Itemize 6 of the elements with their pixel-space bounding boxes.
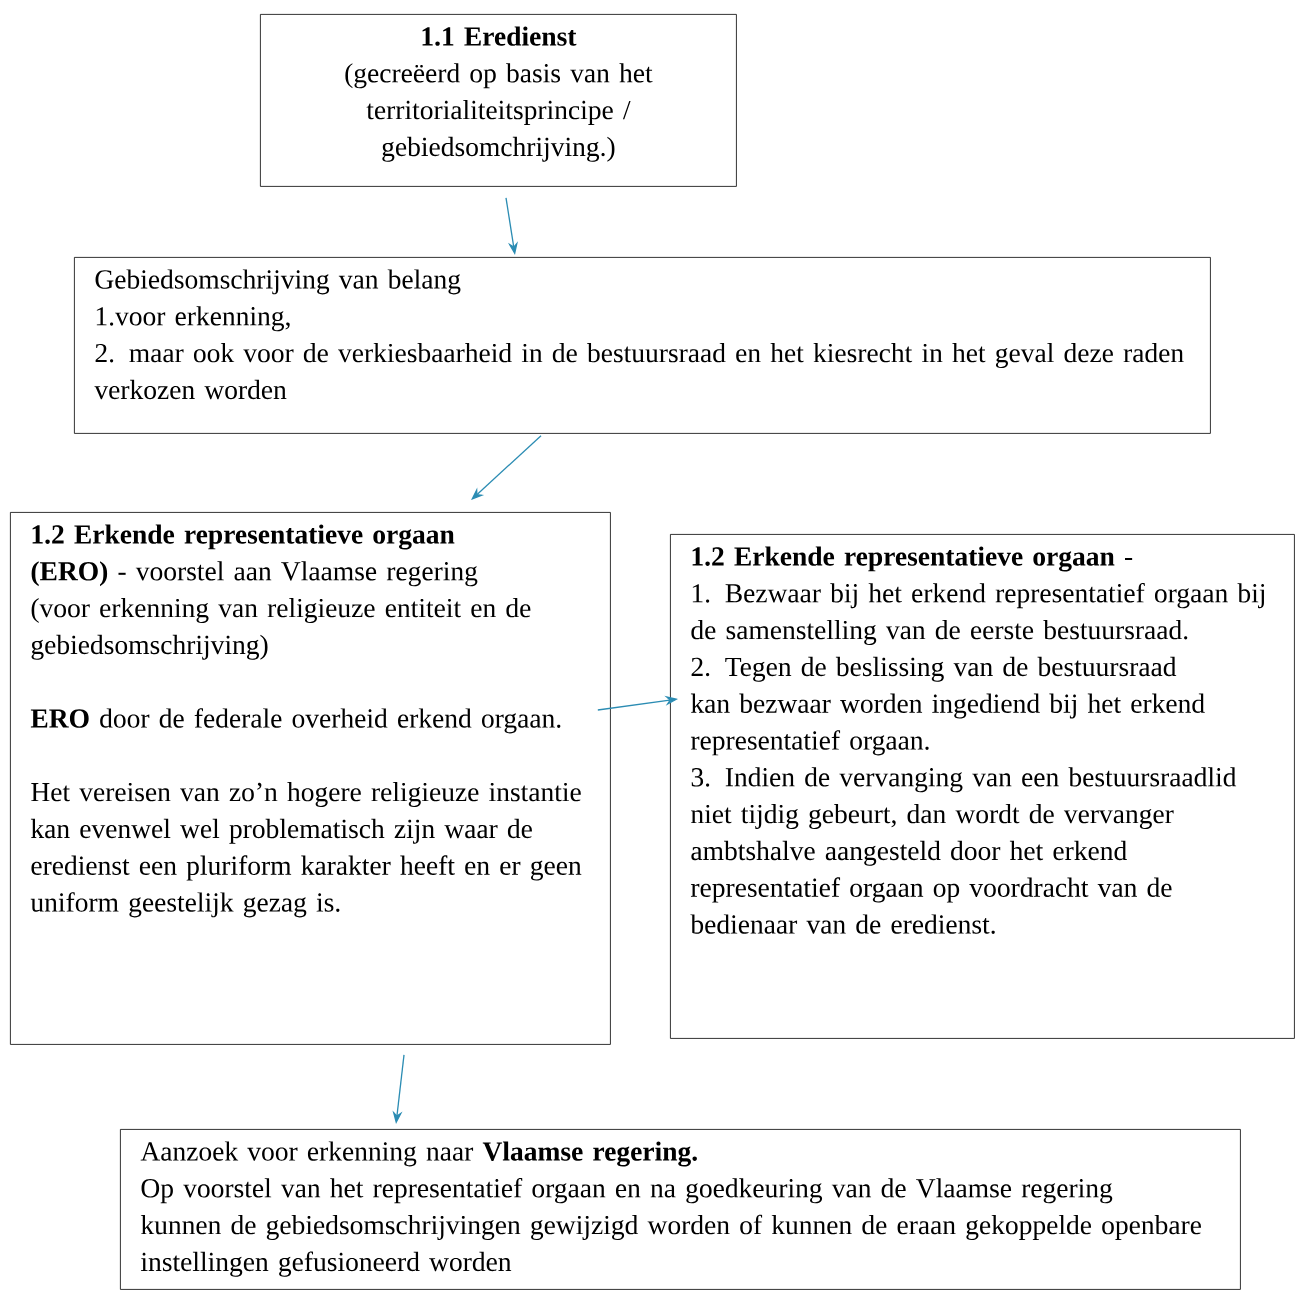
arrow bbox=[471, 435, 542, 500]
heading-box: 1.1 Eredienst (gecreëerd op basis van het territorialiteitsprincipe / gebiedsomchrijving.) bbox=[260, 14, 737, 187]
text-box: 1.2 Erkende representatieve orgaan (ERO) - voorstel aan Vlaamse regering (voor erkenning van religieuze entiteit en de gebiedsomschrijving) ERO door de federale overheid erkend orgaan. Het vereisen van zo’n hogere religieuze instantie kan evenwel wel problematisch zijn waar de eredienst een pluriform karakter heeft en er geen uniform geestelijk gezag is. bbox=[10, 512, 611, 1045]
text-box: 1.2 Erkende representatieve orgaan - 1. Bezwaar bij het erkend representatief orgaan bij de samenstelling van de eerste bestuursraad. 2. Tegen de beslissing van de bestuursraad kan bezwaar worden ingediend bij het erkend representatief orgaan. 3. Indien de vervanging van een bestuursraadlid niet tijdig gebeurt, dan wordt de vervanger ambtshalve aangesteld door het erkend representatief orgaan op voordracht van de bedienaar van de eredienst. bbox=[670, 534, 1295, 1039]
text-box: Gebiedsomschrijving van belang 1.voor erkenning, 2. maar ook voor de verkiesbaarheid in de bestuursraad en het kiesrecht in het geval deze raden verkozen worden bbox=[74, 257, 1211, 434]
text-box: Aanzoek voor erkenning naar Vlaamse regering. Op voorstel van het representatief orgaan en na goedkeuring van de Vlaamse regering kunnen de gebiedsomschrijvingen gewijzigd worden of kunnen de eraan gekoppelde openbare instellingen gefusioneerd worden bbox=[120, 1129, 1241, 1290]
